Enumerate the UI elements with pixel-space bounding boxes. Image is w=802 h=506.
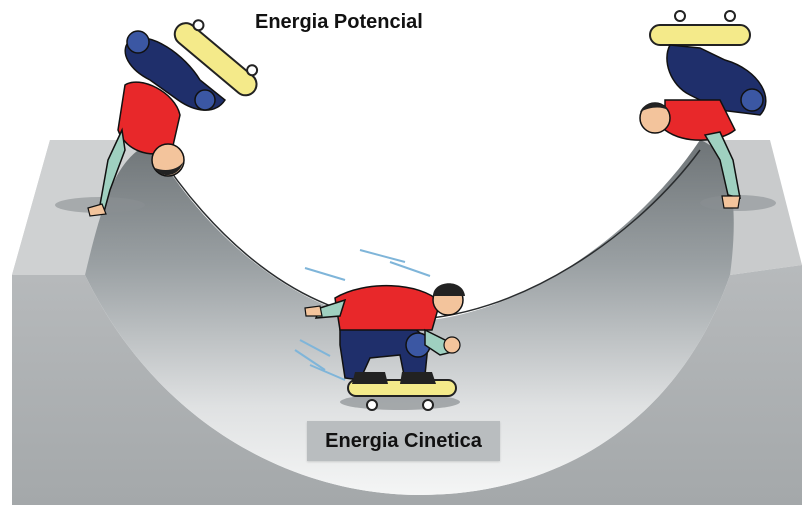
skater-bottom: [304, 283, 465, 411]
helmet: [433, 283, 465, 296]
fist: [443, 336, 461, 354]
shoe: [352, 372, 388, 384]
knee-pad: [740, 88, 764, 112]
skater-top-left: [87, 19, 259, 217]
potential-energy-label: Energia Potencial: [255, 11, 423, 33]
hair: [155, 162, 183, 176]
ramp-coping-curve: [150, 0, 700, 322]
hand: [721, 195, 741, 209]
knee-pad: [194, 89, 216, 111]
skater-top-right: [639, 10, 767, 209]
arm: [314, 298, 347, 319]
shoe: [400, 372, 436, 384]
hand: [87, 203, 107, 217]
skateboard-top-left: [173, 19, 259, 97]
ramp-front-face: [12, 265, 802, 505]
skateboard-top-right: [649, 10, 751, 46]
motion-lines: [294, 249, 431, 381]
shirt: [664, 99, 736, 141]
kinetic-energy-label: Energia Cinetica: [307, 421, 500, 461]
hair: [640, 102, 668, 112]
shirt: [334, 284, 441, 331]
left-deck: [12, 140, 260, 275]
hand: [304, 305, 323, 317]
knee-pad: [126, 30, 150, 54]
